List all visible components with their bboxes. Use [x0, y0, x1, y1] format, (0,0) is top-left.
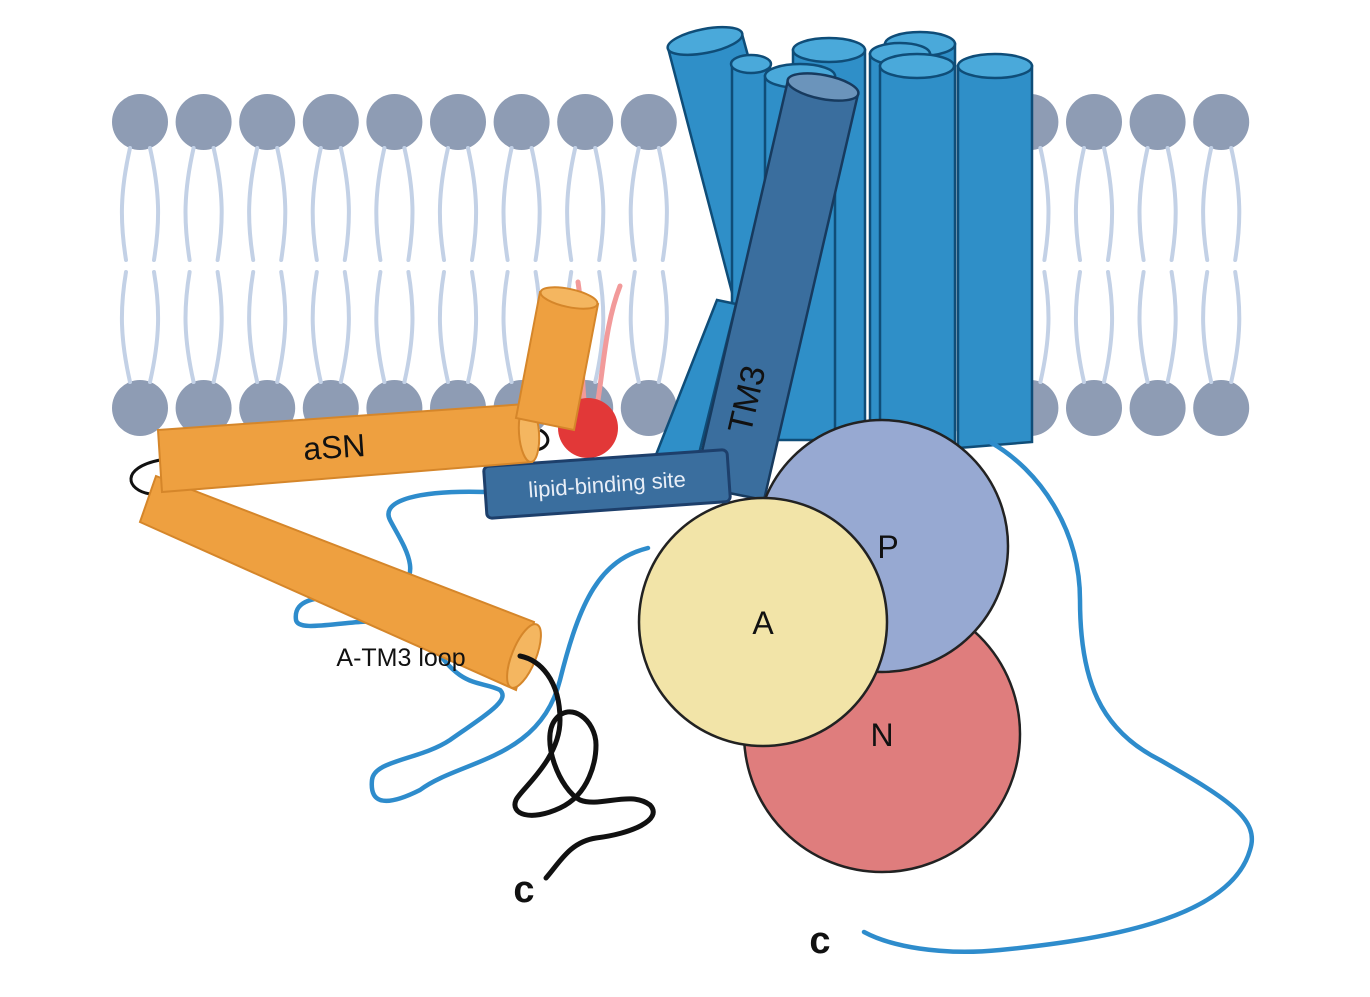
domain-p-label: P [877, 529, 898, 565]
lipid-molecule [364, 92, 425, 262]
lipid-molecule [110, 92, 170, 262]
protein-c-terminus-label: c [809, 920, 830, 962]
c-terminal-linker [861, 439, 1255, 954]
lipid-molecule [237, 92, 298, 262]
domain-a: A [637, 496, 889, 748]
lipid-bilayer [110, 92, 1252, 438]
lipid-binding-site: lipid-binding site [482, 448, 732, 520]
tm-helix [956, 52, 1034, 450]
domain-a-label: A [752, 605, 774, 641]
asn-label: aSN [302, 427, 367, 467]
lipid-molecule [1127, 270, 1188, 438]
lipid-molecule [173, 270, 234, 438]
lipid-molecule [1064, 270, 1124, 438]
asn-n-terminal-loop [129, 458, 161, 496]
lipid-molecule [618, 270, 679, 438]
lipid-molecule [237, 270, 298, 438]
asn-vertical-helix [514, 286, 600, 432]
lipid-molecule [1191, 92, 1252, 262]
asn-c-terminal-tail [512, 653, 656, 881]
lipid-molecule [491, 92, 552, 262]
lipid-molecule [428, 92, 488, 262]
cytoplasmic-domains: N P A [637, 418, 1022, 874]
lipid-molecule [618, 92, 679, 262]
tm3-helix: TM3 [692, 72, 860, 502]
lipid-molecule [1127, 92, 1188, 262]
a-tm3-loop-label: A-TM3 loop [336, 644, 465, 672]
lipid-molecule [300, 92, 361, 262]
asn-c-terminus-label: c [513, 869, 534, 911]
domain-n-label: N [870, 717, 893, 753]
lipid-molecule [300, 270, 361, 438]
lipid-molecule [1064, 92, 1124, 262]
lipid-molecule [173, 92, 234, 262]
lipid-molecule [1191, 270, 1252, 438]
asn-protein: aSN A-TM3 loop c [129, 286, 656, 911]
lipid-molecule [555, 92, 616, 262]
lipid-molecule [110, 270, 170, 438]
tm-helix [878, 52, 957, 447]
